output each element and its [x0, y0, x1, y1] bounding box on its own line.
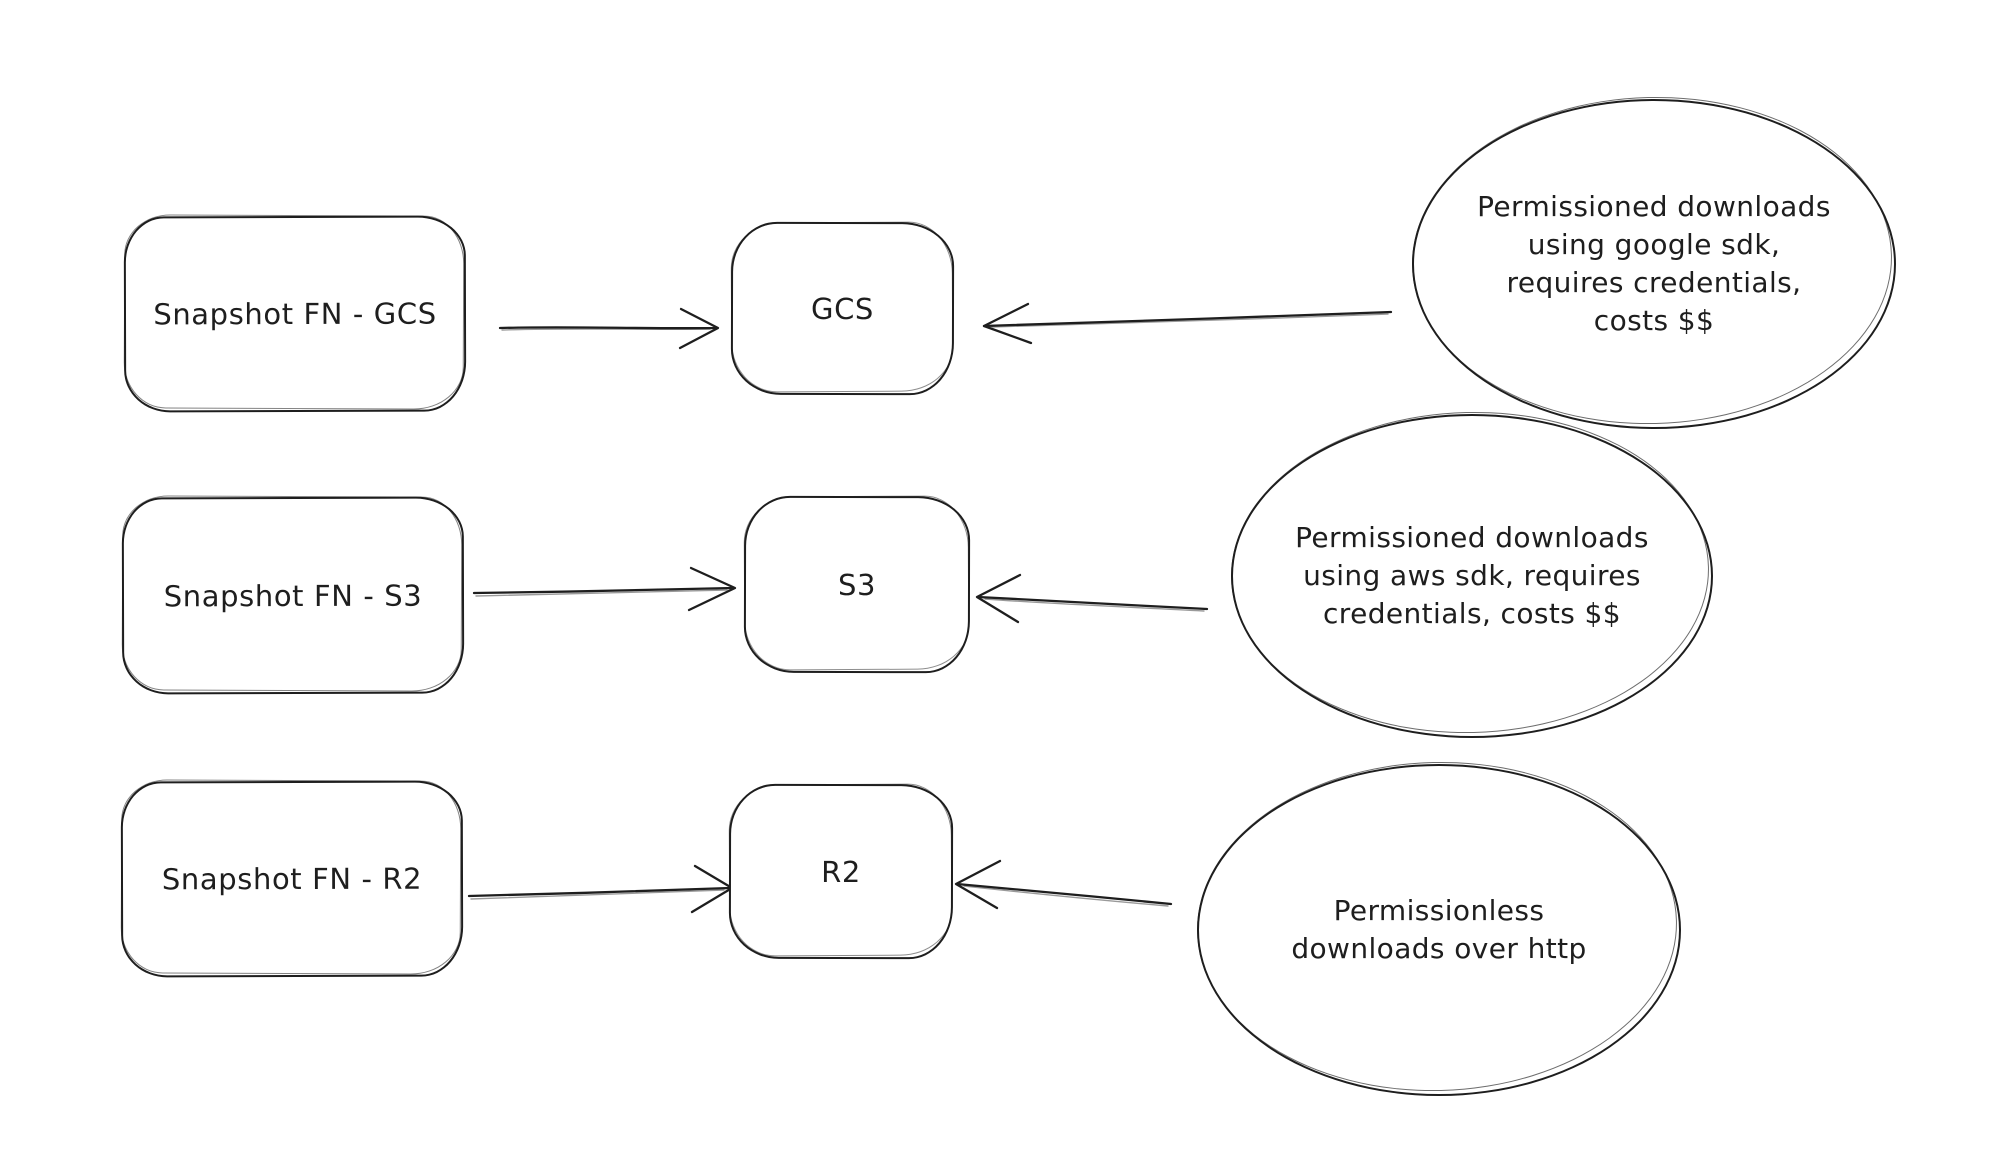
arrow-note-r2-to-r2	[954, 859, 1173, 910]
node-r2-label: R2	[821, 854, 861, 889]
note-gcs-ellipse: Permissioned downloads using google sdk,…	[1412, 99, 1896, 429]
note-line: requires credentials,	[1506, 266, 1802, 299]
note-line: Permissioned downloads	[1295, 521, 1649, 554]
node-gcs-label: GCS	[810, 291, 875, 326]
node-snapshot-fn-s3: Snapshot FN - S3	[121, 496, 465, 695]
node-s3-label: S3	[837, 567, 877, 602]
note-line: using aws sdk, requires	[1303, 559, 1641, 592]
note-line: Permissionless	[1333, 894, 1545, 927]
note-line: Permissioned downloads	[1477, 190, 1831, 223]
note-line: downloads over http	[1291, 932, 1587, 965]
note-gcs-text: Permissioned downloads using google sdk,…	[1477, 188, 1831, 340]
node-snapshot-fn-r2-label: Snapshot FN - R2	[161, 861, 423, 897]
note-line: credentials, costs $$	[1323, 597, 1621, 630]
arrow-note-s3-to-s3	[975, 573, 1209, 624]
arrow-snapshot-r2-to-r2	[467, 864, 734, 914]
arrow-note-gcs-to-gcs	[982, 302, 1393, 345]
note-s3-ellipse: Permissioned downloads using aws sdk, re…	[1231, 414, 1713, 738]
arrow-snapshot-gcs-to-gcs	[498, 307, 720, 350]
note-s3-text: Permissioned downloads using aws sdk, re…	[1295, 519, 1649, 633]
note-r2-text: Permissionless downloads over http	[1291, 892, 1586, 968]
note-line: using google sdk,	[1527, 228, 1781, 261]
note-line: costs $$	[1593, 304, 1715, 337]
node-s3: S3	[743, 495, 971, 674]
node-snapshot-fn-s3-label: Snapshot FN - S3	[163, 578, 423, 613]
node-snapshot-fn-gcs-label: Snapshot FN - GCS	[153, 296, 437, 332]
node-snapshot-fn-gcs: Snapshot FN - GCS	[123, 215, 467, 413]
node-snapshot-fn-r2: Snapshot FN - R2	[120, 780, 464, 978]
note-r2-ellipse: Permissionless downloads over http	[1197, 764, 1681, 1096]
arrow-snapshot-s3-to-s3	[472, 566, 737, 612]
node-r2: R2	[728, 783, 954, 960]
node-gcs: GCS	[730, 221, 955, 396]
